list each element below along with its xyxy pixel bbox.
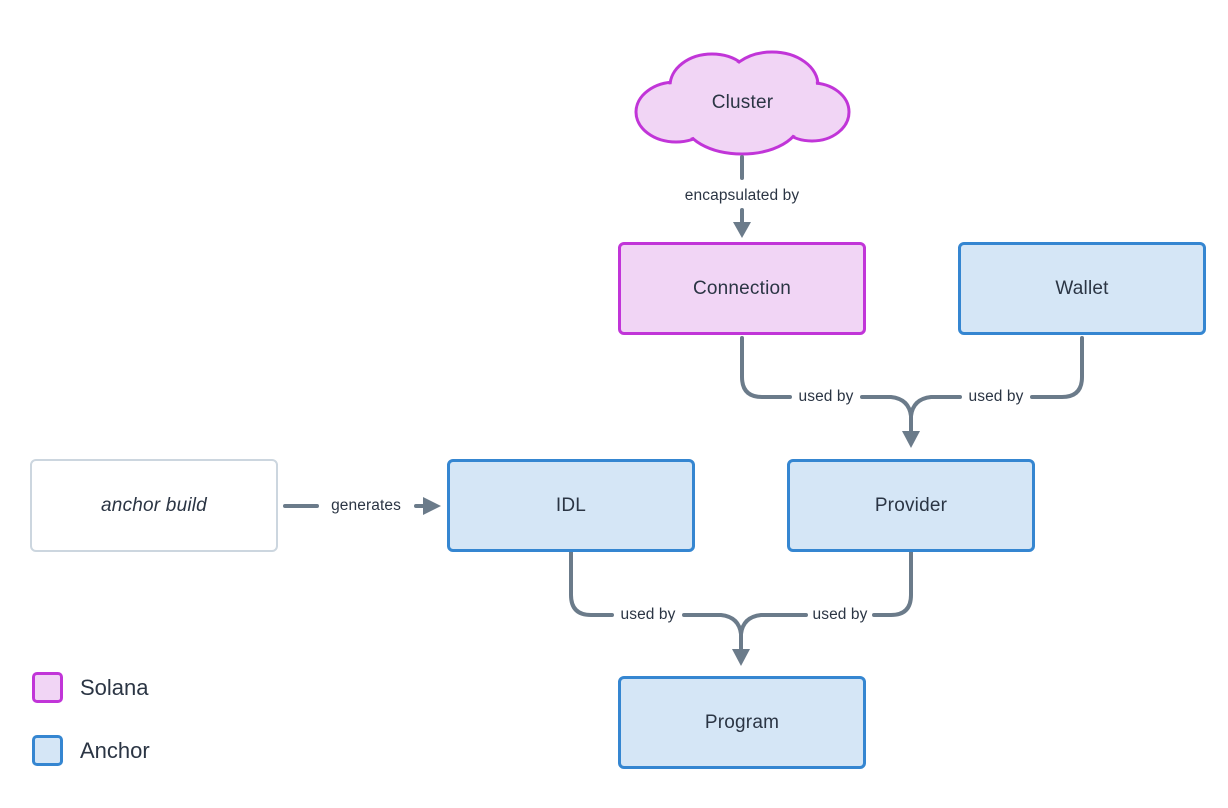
legend-item-anchor: Anchor [32,735,150,766]
arrowhead-into-program [732,649,750,666]
legend-label-solana: Solana [80,674,149,700]
legend-item-solana: Solana [32,672,149,703]
anchor-build-node: anchor build [30,459,278,552]
connection-node: Connection [618,242,866,335]
arrowhead-into-provider [902,431,920,448]
idl-node: IDL [447,459,695,552]
edge-label-used-by-provider: used by [809,606,871,624]
edge-wallet-provider-2 [909,395,962,418]
edge-connection-provider [740,336,792,399]
edge-idl-program-2 [682,613,743,653]
connector-paths [283,155,1084,653]
program-node-label: Program [704,711,780,733]
provider-node: Provider [787,459,1035,552]
edge-connection-provider-2 [860,395,913,435]
edge-label-used-by-wallet: used by [965,388,1027,406]
edge-provider-program-2 [739,613,808,636]
edge-label-used-by-idl: used by [617,606,679,624]
cluster-node-label: Cluster [711,92,774,113]
idl-node-label: IDL [555,494,587,516]
provider-node-label: Provider [874,494,948,516]
arrowhead-into-idl [423,497,441,515]
edge-label-used-by-connection: used by [795,388,857,406]
edge-label-encapsulated-by: encapsulated by [681,187,803,205]
anchor-build-node-label: anchor build [101,494,207,516]
edge-idl-program [569,550,614,617]
legend-swatch-anchor [32,735,63,766]
wallet-node-label: Wallet [1055,277,1109,299]
edge-wallet-provider [1030,336,1084,399]
connection-node-label: Connection [692,277,792,299]
edge-provider-program [872,550,913,617]
cluster-cloud-shape [634,50,851,156]
arrowhead-into-connection [733,222,751,238]
arrowheads [423,222,920,666]
program-node: Program [618,676,866,769]
edge-label-generates: generates [328,497,404,515]
wallet-node: Wallet [958,242,1206,335]
legend-swatch-solana [32,672,63,703]
legend-label-anchor: Anchor [80,737,150,763]
